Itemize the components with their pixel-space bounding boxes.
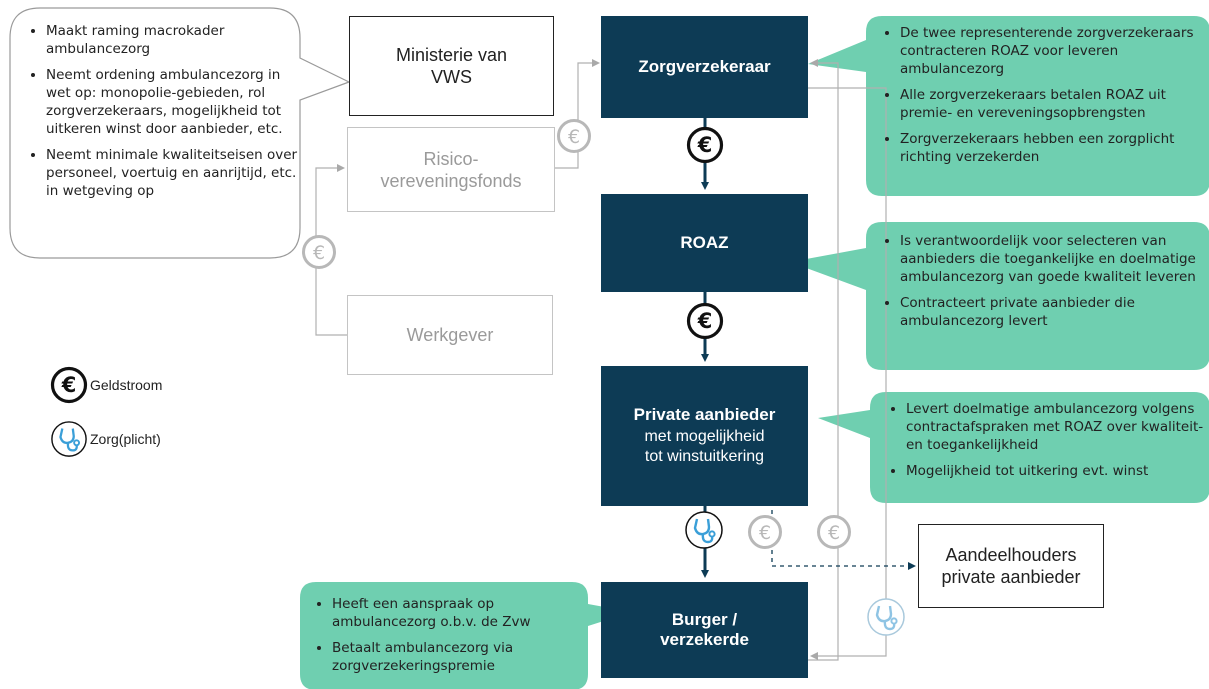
note-item: De twee representerende zorgverzekeraars… — [900, 24, 1206, 78]
roaz-callout-shape — [790, 222, 1209, 370]
stethoscope-icon — [685, 511, 723, 549]
legend-item-zorg: Zorg(plicht) — [50, 420, 161, 458]
legend-label: Zorg(plicht) — [90, 431, 161, 447]
euro-icon: € — [50, 366, 88, 404]
ministerie-callout: Maakt raming macrokader ambulancezorg Ne… — [20, 22, 298, 200]
note-item: Heeft een aanspraak op ambulancezorg o.b… — [332, 595, 586, 631]
euro-icon: € — [686, 302, 724, 340]
private-aanbieder-label: Private aanbieder — [633, 405, 776, 424]
svg-text:€: € — [61, 373, 77, 397]
risicovereveningsfonds-box: Risico- vereveningsfonds — [347, 127, 555, 212]
burger-label-line2: verzekerde — [660, 630, 749, 649]
aandeelhouders-label-line1: Aandeelhouders — [945, 545, 1077, 565]
svg-text:€: € — [697, 133, 713, 157]
risico-label-line1: Risico- — [423, 148, 479, 169]
note-item: Mogelijkheid tot uitkering evt. winst — [906, 462, 1206, 480]
roaz-callout: Is verantwoordelijk voor selecteren van … — [874, 232, 1206, 330]
private-callout: Levert doelmatige ambulancezorg volgens … — [880, 400, 1206, 480]
euro-icon: € — [686, 126, 724, 164]
risico-label-line2: vereveningsfonds — [380, 170, 522, 191]
svg-text:€: € — [759, 522, 771, 544]
note-item: Zorgverzekeraars hebben een zorgplicht r… — [900, 130, 1206, 166]
werkgever-box: Werkgever — [347, 295, 553, 375]
burger-callout-shape — [300, 582, 632, 689]
euro-icon: € — [557, 119, 591, 153]
private-callout-shape — [818, 392, 1209, 503]
legend: € Geldstroom Zorg(plicht) — [50, 366, 230, 462]
burger-label-line1: Burger / — [671, 610, 738, 629]
euro-icon: € — [817, 515, 851, 549]
zorgverzekeraar-box: Zorgverzekeraar — [601, 16, 808, 118]
burger-callout: Heeft een aanspraak op ambulancezorg o.b… — [306, 595, 586, 675]
note-item: Levert doelmatige ambulancezorg volgens … — [906, 400, 1206, 454]
note-item: Neemt minimale kwaliteitseisen over pers… — [46, 146, 298, 200]
private-aanbieder-box: Private aanbieder met mogelijkheid tot w… — [601, 366, 808, 506]
note-item: Is verantwoordelijk voor selecteren van … — [900, 232, 1206, 286]
note-item: Betaalt ambulancezorg via zorgverzekerin… — [332, 639, 586, 675]
private-aanbieder-sub2: tot winstuitkering — [644, 448, 765, 465]
zorgverzekeraar-callout: De twee representerende zorgverzekeraars… — [874, 24, 1206, 166]
private-aanbieder-sub1: met mogelijkheid — [644, 428, 765, 445]
roaz-box: ROAZ — [601, 194, 808, 292]
note-item: Neemt ordening ambulancezorg in wet op: … — [46, 66, 298, 138]
ministerie-label: Ministerie van VWS — [395, 45, 508, 87]
aandeelhouders-label-line2: private aanbieder — [941, 567, 1081, 587]
legend-label: Geldstroom — [90, 377, 163, 393]
werkgever-label: Werkgever — [406, 325, 494, 345]
stethoscope-icon — [867, 598, 905, 636]
aandeelhouders-box: Aandeelhouders private aanbieder — [918, 524, 1104, 608]
note-item: Alle zorgverzekeraars betalen ROAZ uit p… — [900, 86, 1206, 122]
euro-icon: € — [302, 235, 336, 269]
svg-text:€: € — [828, 522, 840, 544]
note-item: Contracteert private aanbieder die ambul… — [900, 294, 1206, 330]
svg-text:€: € — [313, 242, 325, 264]
burger-box: Burger / verzekerde — [601, 582, 808, 678]
stethoscope-icon — [51, 421, 87, 457]
zorgverzekeraar-callout-shape — [808, 16, 1209, 196]
ministerie-callout-shape — [9, 7, 351, 259]
roaz-label: ROAZ — [680, 233, 729, 252]
svg-text:€: € — [697, 309, 713, 333]
euro-icon: € — [748, 515, 782, 549]
zorgverzekeraar-label: Zorgverzekeraar — [638, 57, 771, 76]
svg-text:€: € — [568, 126, 580, 148]
ministerie-box: Ministerie van VWS — [349, 16, 554, 116]
note-item: Maakt raming macrokader ambulancezorg — [46, 22, 298, 58]
legend-item-geldstroom: € Geldstroom — [50, 366, 162, 404]
